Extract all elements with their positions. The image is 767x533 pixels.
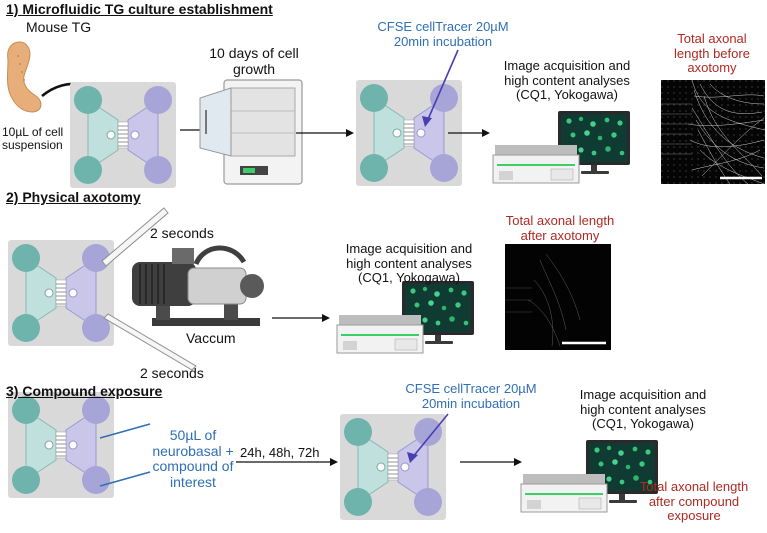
microscopy-image-before [661, 79, 766, 185]
microfluidic-chip-2 [7, 239, 115, 347]
after-compound-label: Total axonal length after compound expos… [639, 479, 749, 524]
microfluidic-chip-1a [69, 81, 177, 189]
two-seconds-label-top: 2 seconds [150, 225, 214, 241]
section-2-title: 2) Physical axotomy [6, 189, 141, 205]
section-1-title: 1) Microfluidic TG culture establishment [6, 1, 273, 17]
neurobasal-pointer-1 [99, 423, 151, 439]
cfse-pointer-1 [425, 49, 459, 125]
cfse-pointer-2 [411, 413, 449, 459]
mouse-tg-label: Mouse TG [26, 19, 92, 35]
cq1-imaging-system-1 [492, 110, 631, 184]
incubator [199, 79, 303, 185]
after-axotomy-label: Total axonal length after axotomy [505, 213, 615, 243]
two-seconds-label-bottom: 2 seconds [140, 365, 204, 381]
microscopy-image-after-axotomy [505, 244, 611, 350]
neurobasal-compound-label: 50µL of neurobasal + compound of interes… [152, 427, 234, 491]
mouse-tg-tissue [7, 41, 42, 113]
microfluidic-chip-1b [355, 79, 463, 187]
cfse-label-1: CFSE cellTracer 20µM 20min incubation [377, 19, 509, 49]
timepoints-label: 24h, 48h, 72h [240, 445, 320, 460]
pipette-upper [101, 207, 169, 267]
neurobasal-pointer-2 [99, 471, 151, 487]
cell-suspension-label: 10µL of cell suspension [2, 125, 64, 153]
vacuum-pump [132, 245, 264, 326]
cfse-label-2: CFSE cellTracer 20µM 20min incubation [405, 381, 537, 411]
before-axotomy-label: Total axonal length before axotomy [674, 31, 750, 76]
cq1-imaging-system-2 [336, 280, 475, 354]
cell-growth-label: 10 days of cell growth [209, 45, 299, 77]
vaccum-label: Vaccum [186, 330, 236, 346]
pipette-lower [103, 313, 197, 371]
acquisition-label-1: Image acquisition and high content analy… [503, 58, 631, 103]
acquisition-label-3: Image acquisition and high content analy… [579, 387, 707, 432]
microfluidic-chip-3b [339, 413, 447, 521]
section-3-title: 3) Compound exposure [6, 383, 163, 399]
microfluidic-chip-3a [7, 391, 115, 499]
acquisition-label-2: Image acquisition and high content analy… [345, 241, 473, 286]
